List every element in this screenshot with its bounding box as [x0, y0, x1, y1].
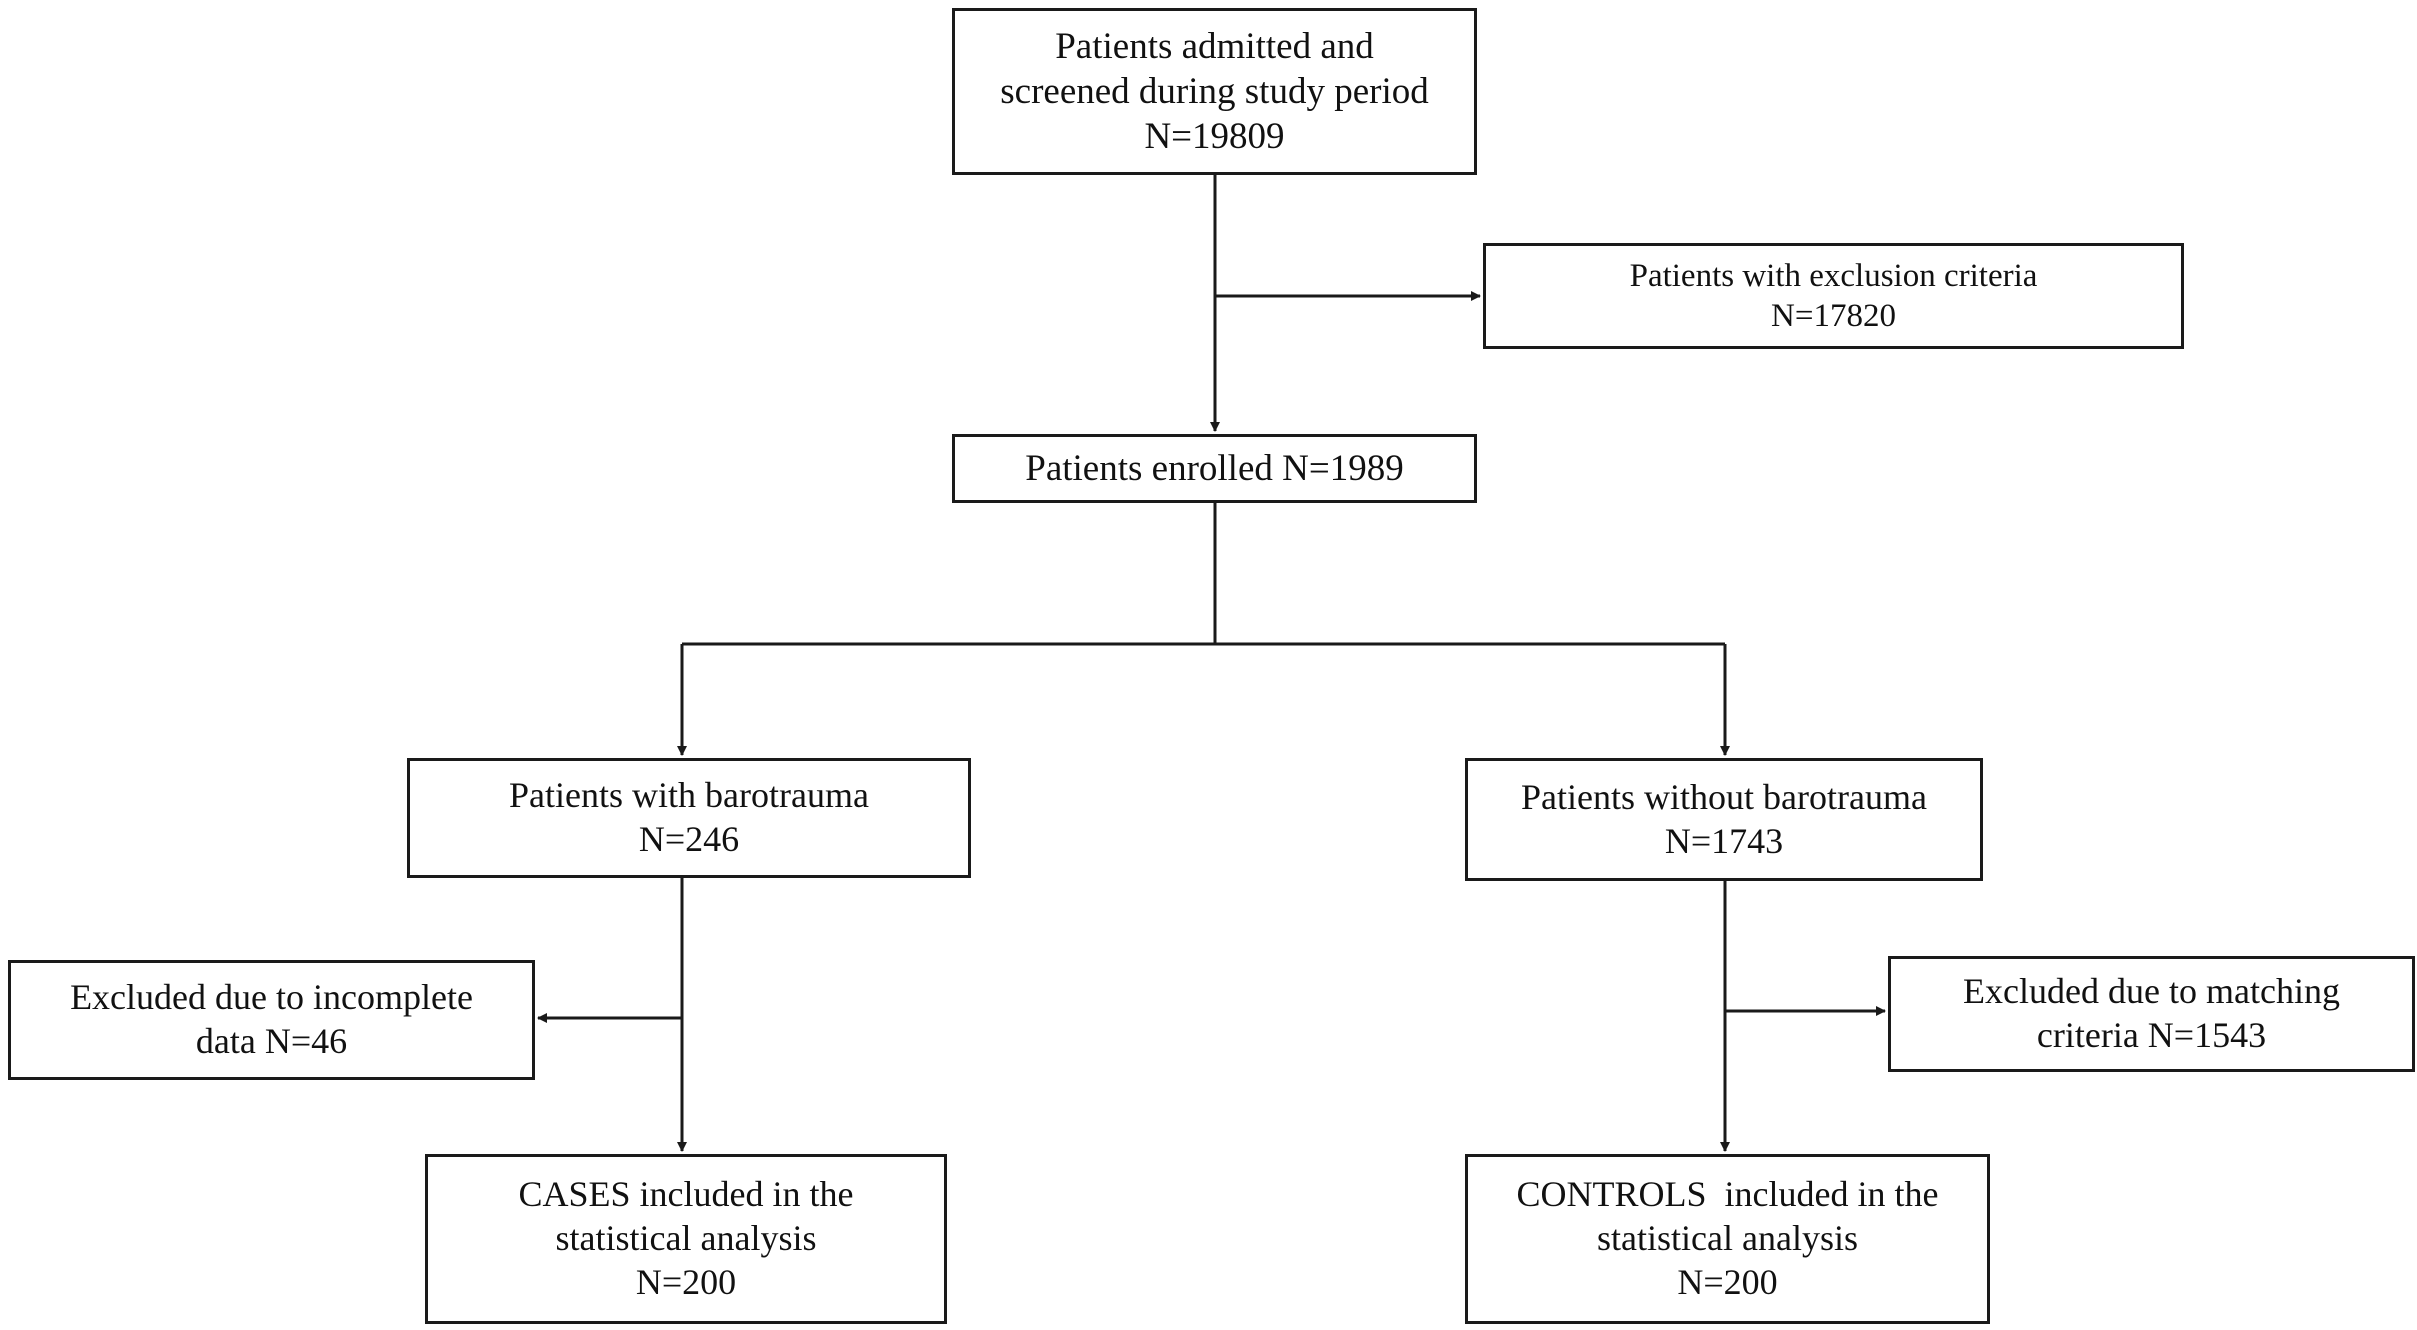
incomplete-box: Excluded due to incomplete data N=46 — [8, 960, 535, 1080]
exclusion-box: Patients with exclusion criteria N=17820 — [1483, 243, 2184, 349]
cases-box: CASES included in the statistical analys… — [425, 1154, 947, 1324]
exclusion-line-2: N=17820 — [1771, 298, 1896, 334]
exclusion-line-1: Patients with exclusion criteria — [1629, 257, 2038, 294]
barotrauma-box: Patients with barotrauma N=246 — [407, 758, 971, 878]
matching-line-1: Excluded due to matching — [1963, 971, 2340, 1012]
screened-box: Patients admitted and screened during st… — [952, 8, 1477, 175]
enrolled-box: Patients enrolled N=1989 — [952, 434, 1477, 503]
controls-line-3: N=200 — [1677, 1261, 1778, 1302]
cases-line-2: statistical analysis — [555, 1218, 817, 1259]
matching-box: Excluded due to matching criteria N=1543 — [1888, 956, 2415, 1072]
cases-line-3: N=200 — [635, 1261, 737, 1302]
no-barotrauma-line-2: N=1743 — [1664, 820, 1784, 861]
matching-line-2: criteria N=1543 — [2036, 1015, 2267, 1055]
incomplete-line-2: data N=46 — [195, 1021, 348, 1061]
enrolled-line-1: Patients enrolled N=1989 — [1025, 447, 1404, 489]
incomplete-line-1: Excluded due to incomplete — [70, 977, 473, 1018]
barotrauma-line-1: Patients with barotrauma — [509, 775, 869, 816]
no-barotrauma-box: Patients without barotrauma N=1743 — [1465, 758, 1983, 881]
controls-box: CONTROLS included in the statistical ana… — [1465, 1154, 1990, 1324]
controls-line-2: statistical analysis — [1597, 1218, 1858, 1259]
screened-line-3: N=19809 — [1144, 116, 1285, 158]
no-barotrauma-line-1: Patients without barotrauma — [1521, 776, 1927, 817]
screened-line-2: screened during study period — [1000, 70, 1429, 112]
controls-line-1: CONTROLS included in the — [1516, 1174, 1939, 1215]
cases-line-1: CASES included in the — [518, 1174, 854, 1215]
screened-line-1: Patients admitted and — [1055, 25, 1374, 67]
barotrauma-line-2: N=246 — [638, 819, 740, 859]
